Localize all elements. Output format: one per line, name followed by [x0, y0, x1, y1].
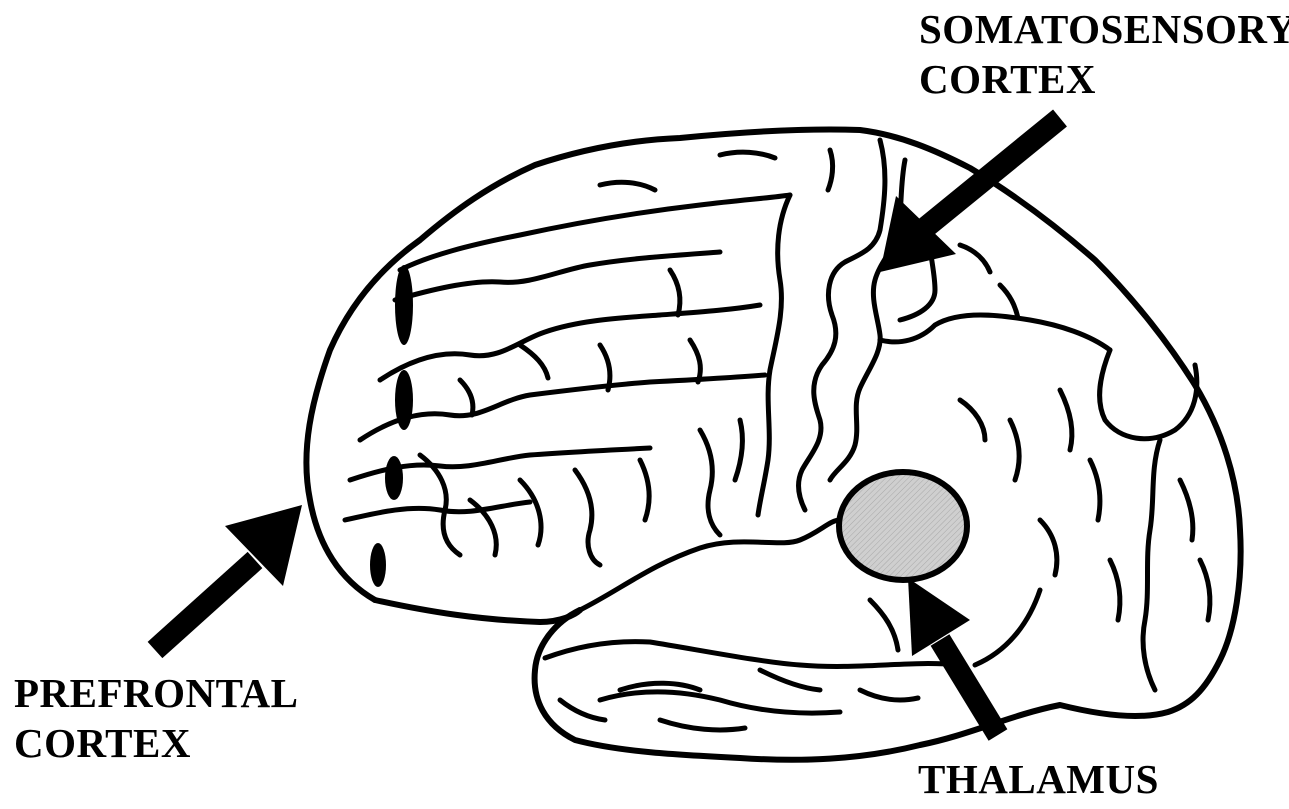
somatosensory-line2: CORTEX: [919, 54, 1289, 104]
arrow-prefrontal: [155, 505, 302, 650]
prefrontal-line2: CORTEX: [14, 718, 298, 768]
brain-outline: [306, 129, 1240, 759]
thalamus-marker: [839, 472, 967, 580]
prefrontal-line1: PREFRONTAL: [14, 668, 298, 718]
somatosensory-cortex-label: SOMATOSENSORY CORTEX: [919, 4, 1289, 104]
thalamus-line1: THALAMUS: [918, 754, 1159, 804]
arrow-thalamus: [908, 578, 998, 735]
prefrontal-boundary: [370, 265, 413, 587]
thalamus-label: THALAMUS: [918, 754, 1159, 804]
somatosensory-line1: SOMATOSENSORY: [919, 4, 1289, 54]
brain-sulci: [345, 140, 1210, 730]
prefrontal-cortex-label: PREFRONTAL CORTEX: [14, 668, 298, 768]
